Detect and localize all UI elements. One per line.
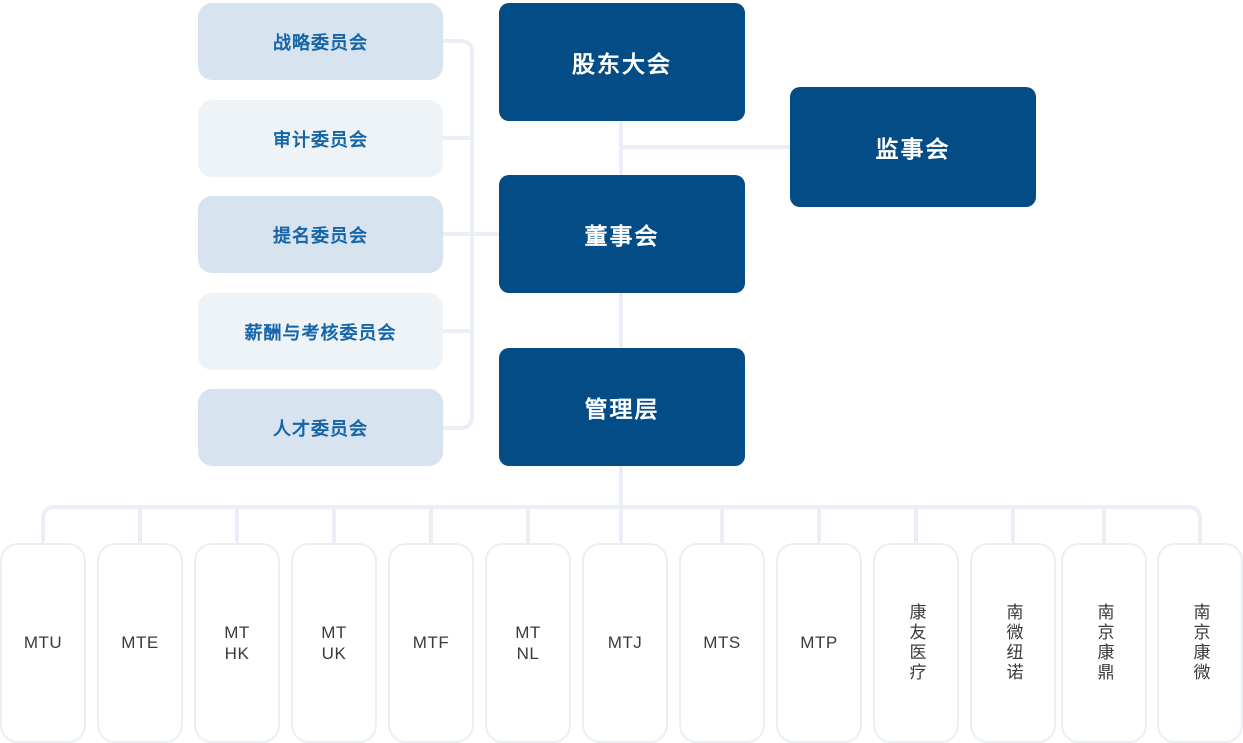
subsidiary-nanjing-kangwei-label: 南京康微: [1190, 603, 1210, 683]
committee-remuneration-label: 薪酬与考核委员会: [244, 322, 397, 343]
subsidiary-mtp[interactable]: MTP: [776, 543, 862, 743]
subsidiary-mts[interactable]: MTS: [679, 543, 765, 743]
committee-nomination-label: 提名委员会: [273, 225, 368, 246]
subsidiary-mtnl-label: MT NL: [515, 622, 541, 663]
subsidiary-bus: [41, 505, 1202, 543]
subsidiary-mtf[interactable]: MTF: [388, 543, 474, 743]
subsidiary-mtf-label: MTF: [412, 633, 450, 653]
node-management[interactable]: 管理层: [499, 348, 745, 466]
subsidiary-mtp-label: MTP: [800, 633, 838, 653]
subsidiary-nanjing-kangwei[interactable]: 南京康微: [1157, 543, 1243, 743]
node-shareholders-meeting-label: 股东大会: [572, 51, 672, 77]
subsidiary-nanjing-kangding[interactable]: 南京康鼎: [1061, 543, 1147, 743]
subsidiary-kangyou-medical-label: 康友医疗: [906, 603, 926, 683]
committee-audit[interactable]: 审计委员会: [198, 100, 443, 177]
committee-remuneration[interactable]: 薪酬与考核委员会: [198, 293, 443, 370]
subsidiary-nanwei-niunuo[interactable]: 南微纽诺: [970, 543, 1056, 743]
node-board-of-supervisors[interactable]: 监事会: [790, 87, 1036, 207]
subsidiary-mtuk-label: MT UK: [321, 622, 347, 663]
committee-rail: [443, 39, 474, 430]
subsidiary-mtu-label: MTU: [23, 633, 63, 653]
node-board-of-supervisors-label: 监事会: [875, 136, 951, 162]
subsidiary-mts-label: MTS: [703, 633, 741, 653]
subsidiary-mtnl[interactable]: MT NL: [485, 543, 571, 743]
subsidiary-mte[interactable]: MTE: [97, 543, 183, 743]
subsidiary-nanwei-niunuo-label: 南微纽诺: [1003, 603, 1023, 683]
subsidiary-nanjing-kangding-label: 南京康鼎: [1094, 603, 1114, 683]
committee-talent-label: 人才委员会: [273, 418, 368, 439]
subsidiary-mthk-label: MT HK: [224, 622, 250, 663]
subsidiary-mtj-label: MTJ: [607, 633, 643, 653]
subsidiary-mte-label: MTE: [121, 633, 159, 653]
committee-talent[interactable]: 人才委员会: [198, 389, 443, 466]
subsidiary-mtj[interactable]: MTJ: [582, 543, 668, 743]
node-board-of-directors[interactable]: 董事会: [499, 175, 745, 293]
subsidiary-kangyou-medical[interactable]: 康友医疗: [873, 543, 959, 743]
node-shareholders-meeting[interactable]: 股东大会: [499, 3, 745, 121]
subsidiary-mtu[interactable]: MTU: [0, 543, 86, 743]
subsidiary-mthk[interactable]: MT HK: [194, 543, 280, 743]
subsidiary-mtuk[interactable]: MT UK: [291, 543, 377, 743]
node-management-label: 管理层: [584, 396, 660, 422]
committee-audit-label: 审计委员会: [273, 129, 368, 150]
node-board-of-directors-label: 董事会: [584, 223, 660, 249]
committee-strategy[interactable]: 战略委员会: [198, 3, 443, 80]
committee-strategy-label: 战略委员会: [273, 32, 368, 53]
committee-nomination[interactable]: 提名委员会: [198, 196, 443, 273]
